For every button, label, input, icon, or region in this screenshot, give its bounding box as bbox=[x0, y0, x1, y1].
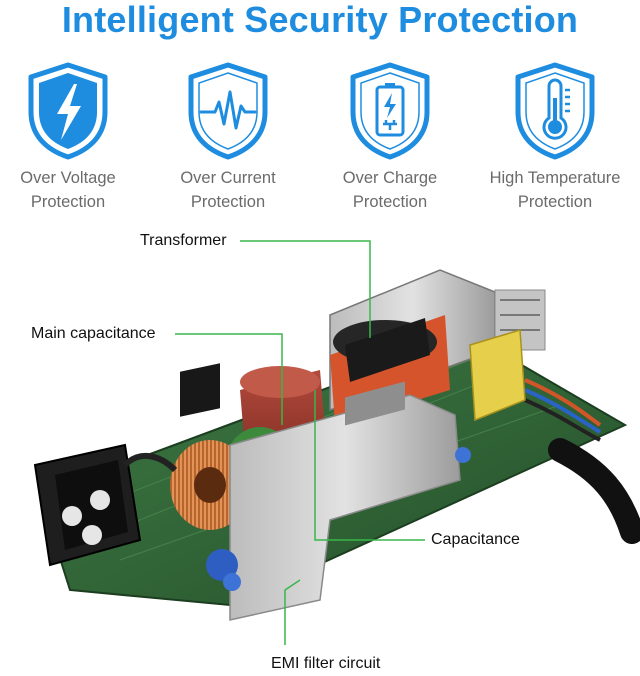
yellow-capacitor bbox=[469, 329, 526, 422]
thermometer-icon bbox=[515, 62, 595, 160]
output-cable bbox=[548, 438, 640, 544]
lightning-bolt-icon bbox=[28, 62, 108, 160]
battery-charge-icon bbox=[350, 62, 430, 160]
callout-main-capacitance: Main capacitance bbox=[31, 325, 156, 342]
pulse-wave-icon bbox=[188, 62, 268, 160]
callout-transformer: Transformer bbox=[140, 232, 227, 249]
leader-main-capacitance bbox=[175, 333, 283, 425]
blue-capacitor bbox=[206, 549, 238, 581]
page-title: Intelligent Security Protection bbox=[61, 0, 579, 40]
metal-shield bbox=[229, 394, 461, 621]
power-board-diagram bbox=[33, 240, 640, 645]
leader-emi-filter bbox=[284, 579, 301, 645]
callout-capacitance: Capacitance bbox=[431, 531, 520, 548]
leader-capacitance bbox=[314, 390, 425, 541]
callout-emi-filter: EMI filter circuit bbox=[271, 655, 381, 672]
leader-transformer bbox=[240, 240, 371, 338]
